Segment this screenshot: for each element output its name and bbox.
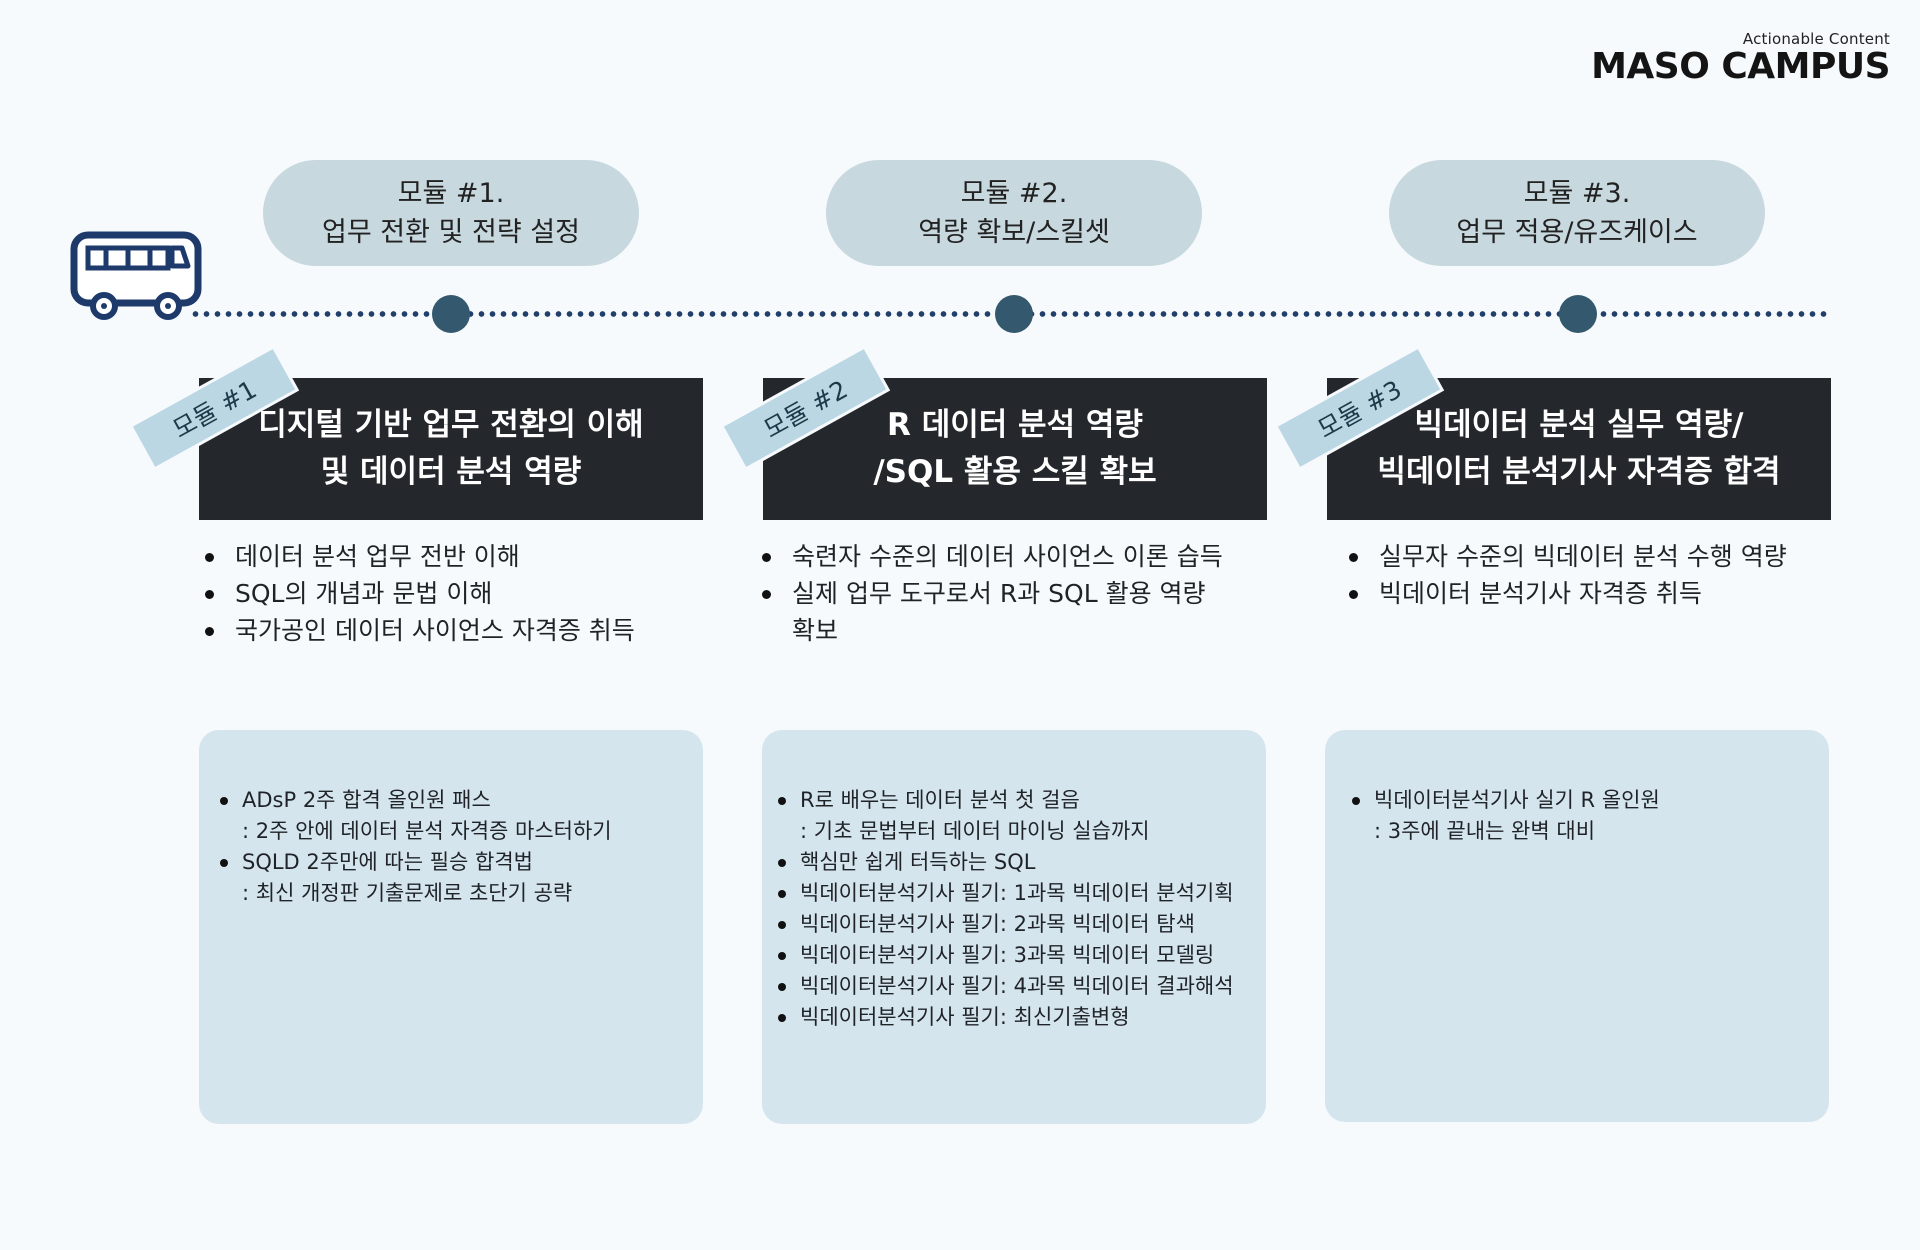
course-name: SQLD 2주만에 따는 필승 합격법 [242, 850, 533, 874]
goal-item: SQL의 개념과 문법 이해 [199, 575, 719, 612]
course-box-3 [1325, 730, 1829, 1122]
course-item[interactable]: 빅데이터분석기사 필기: 2과목 빅데이터 탐색 [776, 909, 1266, 940]
goal-item: 국가공인 데이터 사이언스 자격증 취득 [199, 612, 719, 649]
module-title-line: R 데이터 분석 역량 [887, 407, 1143, 443]
course-list-2: R로 배우는 데이터 분석 첫 걸음 : 기초 문법부터 데이터 마이닝 실습까… [776, 785, 1266, 1033]
course-item[interactable]: 빅데이터분석기사 필기: 1과목 빅데이터 분석기획 [776, 878, 1266, 909]
module-goals-2: 숙련자 수준의 데이터 사이언스 이론 습득 실제 업무 도구로서 R과 SQL… [756, 538, 1276, 649]
brand-tagline: Actionable Content [1742, 30, 1890, 48]
module-pill-number: 모듈 #3. [1523, 178, 1631, 209]
module-title-line: 빅데이터 분석 실무 역량/ [1414, 407, 1744, 443]
course-name: 핵심만 쉽게 터득하는 SQL [800, 850, 1036, 874]
module-goals-3: 실무자 수준의 빅데이터 분석 수행 역량 빅데이터 분석기사 자격증 취득 [1343, 538, 1883, 612]
module-title-line: 빅데이터 분석기사 자격증 합격 [1377, 454, 1781, 490]
course-item[interactable]: 빅데이터분석기사 실기 R 올인원 : 3주에 끝내는 완벽 대비 [1350, 785, 1820, 847]
timeline-node-1 [432, 295, 470, 333]
module-pill-number: 모듈 #1. [397, 178, 505, 209]
course-name: 빅데이터분석기사 실기 R 올인원 [1374, 788, 1660, 812]
timeline-node-2 [995, 295, 1033, 333]
module-pill-2: 모듈 #2. 역량 확보/스킬셋 [826, 160, 1202, 266]
course-name: 빅데이터분석기사 필기: 1과목 빅데이터 분석기획 [800, 881, 1234, 905]
course-item[interactable]: R로 배우는 데이터 분석 첫 걸음 : 기초 문법부터 데이터 마이닝 실습까… [776, 785, 1266, 847]
course-name: ADsP 2주 합격 올인원 패스 [242, 788, 491, 812]
course-item[interactable]: ADsP 2주 합격 올인원 패스 : 2주 안에 데이터 분석 자격증 마스터… [218, 785, 698, 847]
course-name: 빅데이터분석기사 필기: 2과목 빅데이터 탐색 [800, 912, 1195, 936]
course-name: 빅데이터분석기사 필기: 최신기출변형 [800, 1005, 1130, 1029]
module-pill-1: 모듈 #1. 업무 전환 및 전략 설정 [263, 160, 639, 266]
course-name: 빅데이터분석기사 필기: 4과목 빅데이터 결과해석 [800, 974, 1234, 998]
timeline-node-3 [1559, 295, 1597, 333]
module-title-1: 디지털 기반 업무 전환의 이해 및 데이터 분석 역량 [199, 378, 703, 520]
course-item[interactable]: 빅데이터분석기사 필기: 4과목 빅데이터 결과해석 [776, 971, 1266, 1002]
goal-item: 실제 업무 도구로서 R과 SQL 활용 역량 [756, 575, 1276, 612]
module-pill-3: 모듈 #3. 업무 적용/유즈케이스 [1389, 160, 1765, 266]
module-title-line: 디지털 기반 업무 전환의 이해 [258, 407, 644, 443]
module-pill-number: 모듈 #2. [960, 178, 1068, 209]
brand-logo: Actionable Content MASO CAMPUS [1591, 30, 1890, 86]
course-item[interactable]: SQLD 2주만에 따는 필승 합격법 : 최신 개정판 기출문제로 초단기 공… [218, 847, 698, 909]
module-pill-subtitle: 업무 전환 및 전략 설정 [322, 217, 580, 248]
course-desc: : 2주 안에 데이터 분석 자격증 마스터하기 [242, 819, 612, 843]
course-list-3: 빅데이터분석기사 실기 R 올인원 : 3주에 끝내는 완벽 대비 [1350, 785, 1820, 847]
module-title-line: /SQL 활용 스킬 확보 [873, 454, 1157, 490]
goal-item: 숙련자 수준의 데이터 사이언스 이론 습득 [756, 538, 1276, 575]
course-list-1: ADsP 2주 합격 올인원 패스 : 2주 안에 데이터 분석 자격증 마스터… [218, 785, 698, 909]
course-item[interactable]: 빅데이터분석기사 필기: 최신기출변형 [776, 1002, 1266, 1033]
course-box-1 [199, 730, 703, 1124]
goal-item: 데이터 분석 업무 전반 이해 [199, 538, 719, 575]
module-pill-subtitle: 업무 적용/유즈케이스 [1456, 217, 1698, 248]
course-name: 빅데이터분석기사 필기: 3과목 빅데이터 모델링 [800, 943, 1215, 967]
course-desc: : 3주에 끝내는 완벽 대비 [1374, 819, 1596, 843]
module-pill-subtitle: 역량 확보/스킬셋 [918, 217, 1110, 248]
course-desc: : 기초 문법부터 데이터 마이닝 실습까지 [800, 819, 1150, 843]
module-title-line: 및 데이터 분석 역량 [320, 454, 582, 490]
course-box-2 [762, 730, 1266, 1124]
brand-name: MASO CAMPUS [1591, 46, 1890, 87]
course-item[interactable]: 핵심만 쉽게 터득하는 SQL [776, 847, 1266, 878]
bus-icon [70, 231, 202, 320]
course-item[interactable]: 빅데이터분석기사 필기: 3과목 빅데이터 모델링 [776, 940, 1266, 971]
course-name: R로 배우는 데이터 분석 첫 걸음 [800, 788, 1080, 812]
module-goals-1: 데이터 분석 업무 전반 이해 SQL의 개념과 문법 이해 국가공인 데이터 … [199, 538, 719, 649]
course-desc: : 최신 개정판 기출문제로 초단기 공략 [242, 881, 573, 905]
goal-item: 빅데이터 분석기사 자격증 취득 [1343, 575, 1883, 612]
goal-item: 실무자 수준의 빅데이터 분석 수행 역량 [1343, 538, 1883, 575]
goal-item-continued: 확보 [792, 616, 839, 645]
module-title-2: R 데이터 분석 역량 /SQL 활용 스킬 확보 [763, 378, 1267, 520]
